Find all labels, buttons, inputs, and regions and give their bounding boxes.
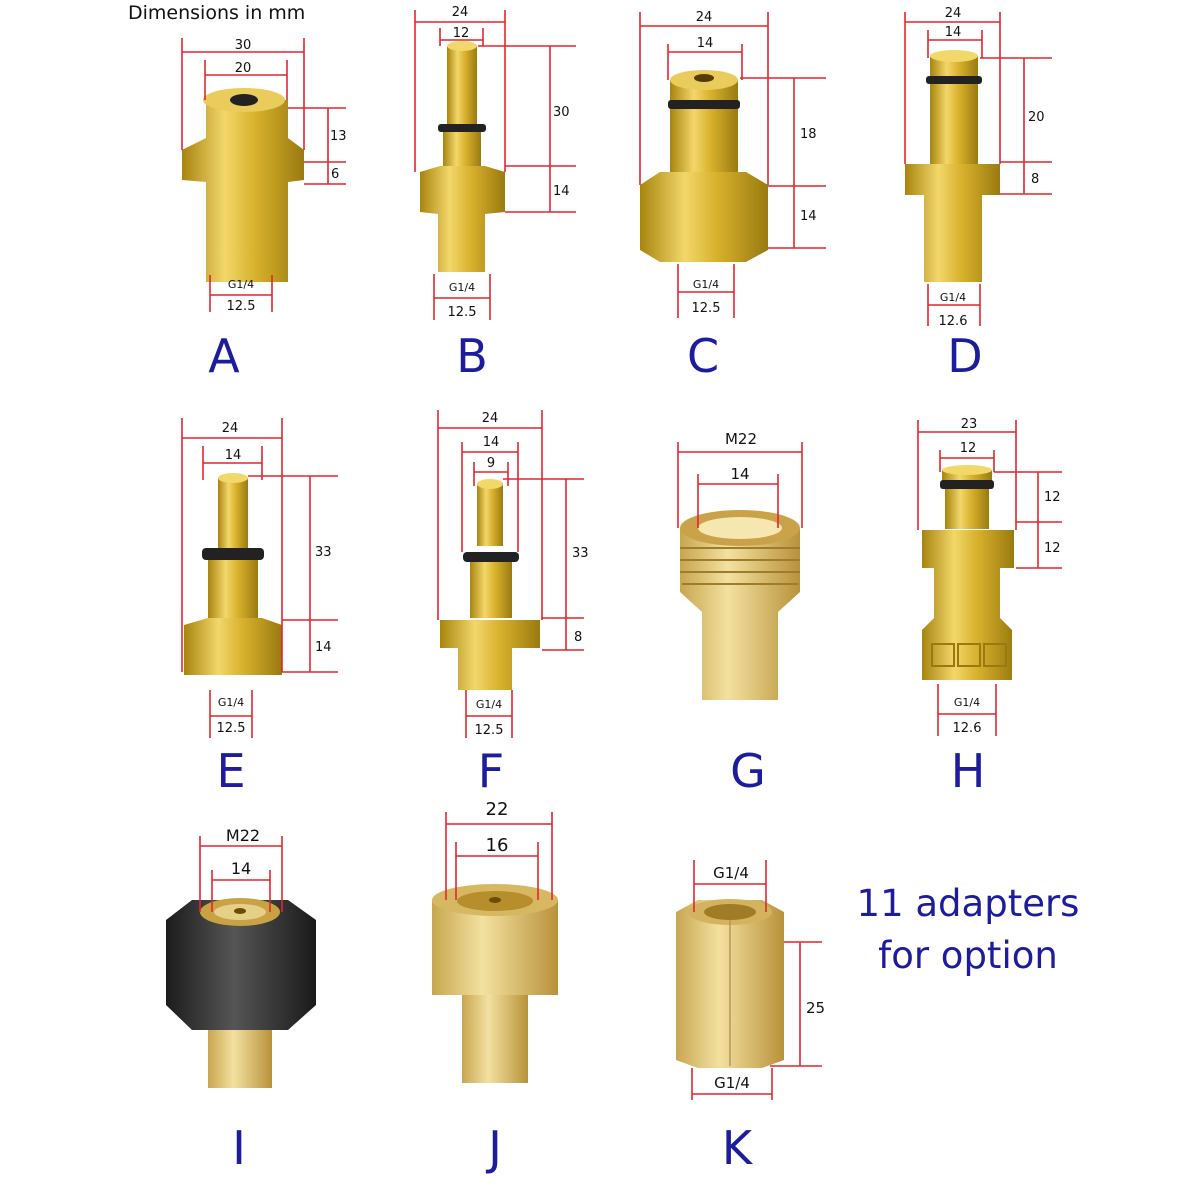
f-base-label: 12.5 [475, 723, 504, 738]
adapter-i-drawing [166, 898, 316, 1088]
h-h2-label: 12 [1044, 541, 1061, 556]
h-base-label: 12.6 [953, 721, 982, 736]
d-h2-label: 8 [1031, 172, 1039, 187]
adapter-h-drawing [922, 465, 1014, 680]
f-h2-label: 8 [574, 630, 582, 645]
e-h1-label: 33 [315, 545, 332, 560]
d-base-label: 12.6 [939, 314, 968, 329]
b-top-inner-label: 12 [453, 26, 470, 41]
h-thread-label: G1/4 [954, 696, 980, 709]
h-h1-label: 12 [1044, 490, 1061, 505]
adapter-e-letter: E [216, 744, 246, 798]
dimension-labels: 30 20 13 6 G1/4 12.5 24 12 30 14 G1/4 12… [217, 5, 1061, 1092]
adapter-i-letter: I [232, 1121, 246, 1175]
e-thread-label: G1/4 [218, 696, 244, 709]
c-base-label: 12.5 [692, 301, 721, 316]
h-top-inner-label: 12 [960, 441, 977, 456]
e-top-outer-label: 24 [222, 421, 239, 436]
d-top-inner-label: 14 [945, 25, 962, 40]
b-base-label: 12.5 [448, 305, 477, 320]
e-base-label: 12.5 [217, 721, 246, 736]
adapter-k-drawing [676, 899, 784, 1068]
d-h1-label: 20 [1028, 110, 1045, 125]
e-top-inner-label: 14 [225, 448, 242, 463]
h-top-outer-label: 23 [961, 417, 978, 432]
adapter-g-drawing [680, 510, 800, 700]
i-top-outer-label: M22 [226, 826, 260, 845]
a-base-label: 12.5 [227, 299, 256, 314]
a-h2-label: 6 [331, 167, 339, 182]
dimensions-caption: Dimensions in mm [128, 2, 306, 24]
f-h1-label: 33 [572, 546, 589, 561]
f-top-mid-label: 14 [483, 435, 500, 450]
adapter-count-line-1: 11 adapters [856, 882, 1080, 925]
b-h2-label: 14 [553, 184, 570, 199]
adapter-b-letter: B [456, 329, 488, 383]
adapter-f-letter: F [477, 744, 505, 798]
adapter-a-drawing [182, 88, 304, 282]
adapter-k-letter: K [721, 1121, 753, 1175]
f-top-inner-label: 9 [487, 456, 495, 471]
c-top-outer-label: 24 [696, 10, 713, 25]
dimension-lines [181, 10, 1062, 1100]
d-top-outer-label: 24 [945, 6, 962, 21]
c-h2-label: 14 [800, 209, 817, 224]
c-h1-label: 18 [800, 127, 817, 142]
adapter-count-line-2: for option [878, 934, 1058, 977]
adapter-h-letter: H [950, 744, 986, 798]
adapter-c-letter: C [686, 329, 720, 383]
b-h1-label: 30 [553, 105, 570, 120]
j-top-inner-label: 16 [486, 835, 509, 856]
adapter-e-drawing [184, 473, 282, 675]
adapter-count-note: 11 adapters for option [848, 878, 1088, 982]
adapter-g-letter: G [730, 744, 766, 798]
adapter-d-letter: D [947, 329, 983, 383]
a-top-inner-label: 20 [235, 61, 252, 76]
k-bottom-label: G1/4 [714, 1074, 750, 1092]
adapter-f-drawing [440, 479, 540, 690]
d-thread-label: G1/4 [940, 291, 966, 304]
f-thread-label: G1/4 [476, 698, 502, 711]
c-top-inner-label: 14 [697, 36, 714, 51]
g-top-outer-label: M22 [725, 430, 757, 448]
adapter-j-letter: J [488, 1121, 502, 1175]
adapter-j-drawing [432, 884, 558, 1083]
k-height-label: 25 [806, 999, 825, 1017]
adapter-c-drawing [640, 70, 768, 262]
j-top-outer-label: 22 [486, 799, 509, 820]
adapter-b-drawing [420, 41, 505, 272]
b-top-outer-label: 24 [452, 5, 469, 20]
k-top-label: G1/4 [713, 864, 749, 882]
g-top-inner-label: 14 [730, 465, 749, 483]
a-thread-label: G1/4 [228, 278, 254, 291]
c-thread-label: G1/4 [693, 278, 719, 291]
a-h1-label: 13 [330, 129, 347, 144]
i-top-inner-label: 14 [231, 859, 251, 878]
adapter-a-letter: A [208, 329, 240, 383]
e-h2-label: 14 [315, 640, 332, 655]
f-top-outer-label: 24 [482, 411, 499, 426]
b-thread-label: G1/4 [449, 281, 475, 294]
a-top-outer-label: 30 [235, 38, 252, 53]
adapter-d-drawing [905, 50, 1000, 282]
